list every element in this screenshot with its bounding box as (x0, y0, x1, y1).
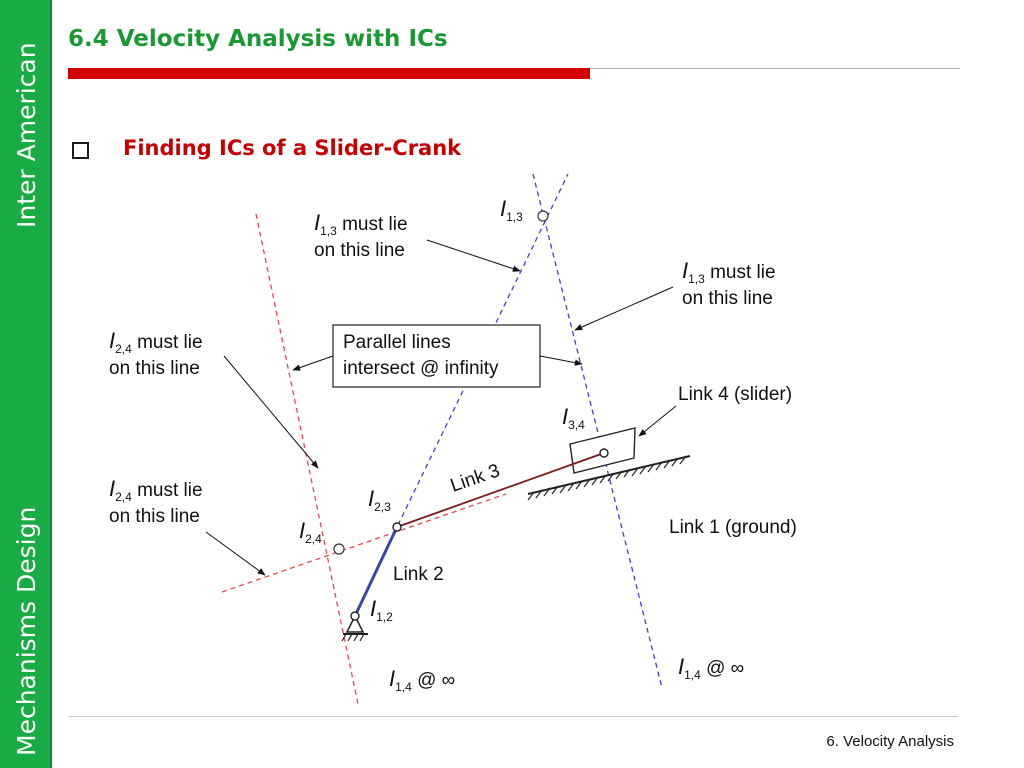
i13-top-note-line2: on this line (314, 240, 405, 261)
link4-label: Link 4 (slider) (678, 384, 792, 405)
i24-lower-note-line2: on this line (109, 506, 200, 527)
slide-title: 6.4 Velocity Analysis with ICs (68, 26, 448, 52)
arrow-i13-note-to-line (426, 239, 521, 272)
i24-line-red-lower (221, 493, 507, 593)
slider-ground-line (527, 455, 691, 495)
parallel-box-line2: intersect @ infinity (343, 358, 499, 379)
i12-joint (350, 611, 360, 621)
footer-rule (68, 716, 958, 717)
i13-line-blue-right (532, 174, 663, 689)
i23-label: I2,3 (368, 486, 391, 514)
sidebar-top-label: Inter American (12, 42, 41, 228)
i13-line-blue-left (397, 174, 569, 526)
arrow-i13-right-note (574, 286, 674, 331)
link2-label: Link 2 (393, 564, 444, 585)
sidebar-bottom-label: Mechanisms Design (12, 506, 41, 756)
ground-pivot-triangle (345, 614, 365, 633)
i14-right-label: I1,4 @ ∞ (678, 654, 744, 682)
arrow-parallel-right (539, 355, 583, 366)
title-underline-gray (590, 68, 960, 69)
arrow-link4 (638, 405, 677, 437)
footer-text: 6. Velocity Analysis (826, 733, 954, 750)
link2-bar (353, 526, 399, 617)
i23-joint (392, 522, 402, 532)
i24-point (333, 543, 345, 555)
title-underline-red (68, 68, 590, 79)
link1-label: Link 1 (ground) (669, 517, 797, 538)
i13-right-note-line2: on this line (682, 288, 773, 309)
i24-label: I2,4 (299, 518, 322, 546)
ground-pivot-hatch (341, 633, 365, 642)
arrow-i24-upper (223, 355, 319, 469)
link3-bar (396, 452, 605, 528)
sidebar: Inter American Mechanisms Design (0, 0, 52, 768)
i12-label: I1,2 (370, 596, 393, 624)
i34-joint (599, 448, 609, 458)
diagram-svg: Parallel lines intersect @ infinity I1,3… (109, 174, 797, 705)
bullet-square-icon (72, 142, 89, 159)
i24-upper-note-line2: on this line (109, 358, 200, 379)
slider-crank-diagram: Parallel lines intersect @ infinity I1,3… (96, 174, 956, 712)
i13-point (537, 210, 549, 222)
i24-upper-note-line1: I2,4 must lie (109, 328, 203, 356)
i13-point-label: I1,3 (500, 196, 523, 224)
section-heading: Finding ICs of a Slider-Crank (123, 136, 462, 160)
i13-top-note-line1: I1,3 must lie (314, 210, 408, 238)
i24-lower-note-line1: I2,4 must lie (109, 476, 203, 504)
arrow-i24-lower (205, 531, 266, 576)
i24-line-red-upper (255, 213, 359, 705)
arrow-parallel-left (292, 355, 334, 371)
i14-left-label: I1,4 @ ∞ (389, 666, 455, 694)
i34-label: I3,4 (562, 404, 585, 432)
i13-right-note-line1: I1,3 must lie (682, 258, 776, 286)
parallel-box-line1: Parallel lines (343, 332, 451, 353)
slider-ground-hatch (527, 455, 687, 501)
